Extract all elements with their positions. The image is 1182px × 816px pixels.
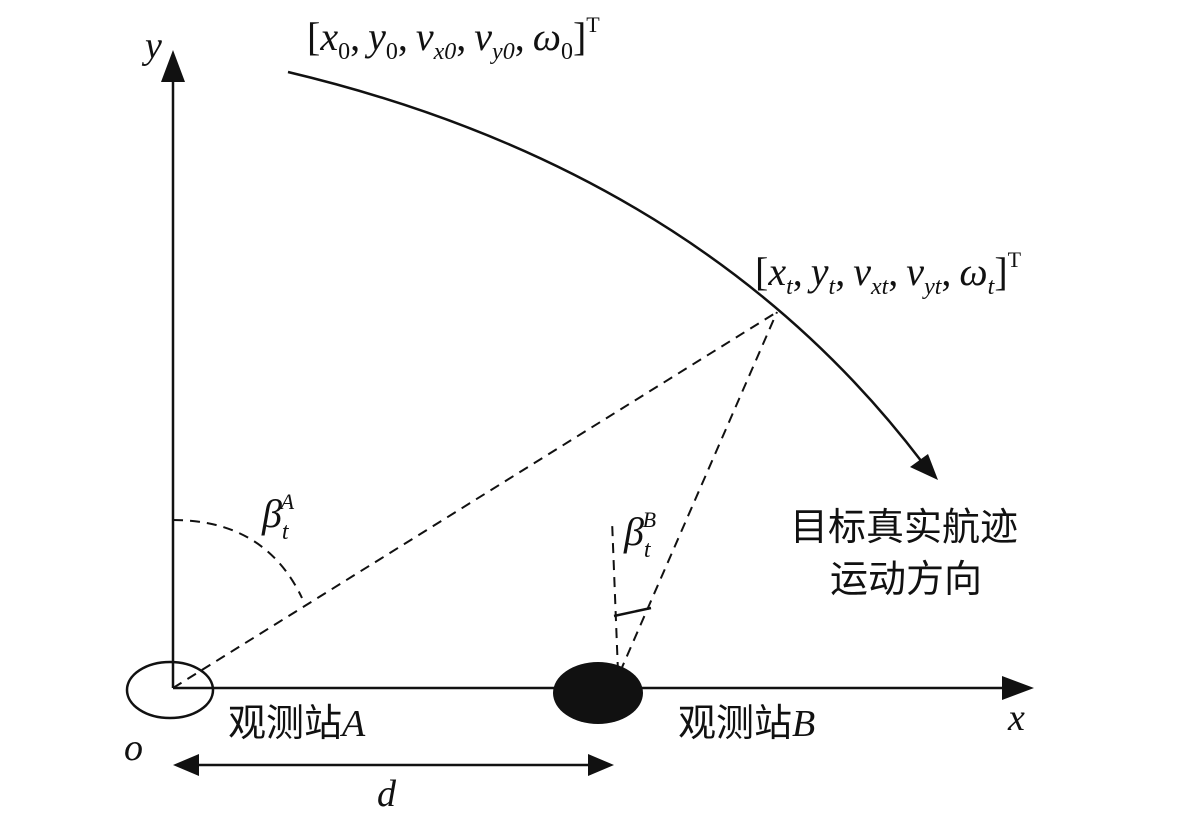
caption-line-1: 目标真实航迹 bbox=[790, 505, 1018, 549]
y-axis-arrow-icon bbox=[161, 50, 185, 82]
reference-line-b bbox=[611, 519, 619, 673]
distance-arrow-right-icon bbox=[588, 754, 614, 776]
angle-label-a: βtA bbox=[261, 489, 295, 545]
angle-arc-a bbox=[172, 519, 303, 599]
current-state-label: [xt,yt,vxt,vyt,ωt]T bbox=[755, 247, 1022, 300]
sight-line-b bbox=[619, 311, 778, 673]
distance-arrow-left-icon bbox=[173, 754, 199, 776]
target-trajectory bbox=[287, 70, 923, 463]
x-axis-arrow-icon bbox=[1002, 676, 1034, 700]
station-a-marker bbox=[125, 660, 215, 720]
station-a-label: 观测站A bbox=[228, 701, 366, 745]
station-b-label: 观测站B bbox=[678, 701, 815, 745]
initial-state-label: [x0,y0,vx0,vy0,ω0]T bbox=[307, 12, 600, 65]
distance-label: d bbox=[377, 773, 397, 815]
angle-arc-b bbox=[613, 606, 652, 618]
origin-label: o bbox=[124, 727, 143, 769]
trajectory-arrow-icon bbox=[910, 454, 938, 480]
station-b-marker bbox=[553, 662, 643, 724]
caption-line-2: 运动方向 bbox=[830, 557, 982, 601]
x-axis-label: x bbox=[1007, 697, 1025, 739]
angle-label-b: βtB bbox=[623, 507, 656, 563]
y-axis-label: y bbox=[141, 25, 162, 67]
